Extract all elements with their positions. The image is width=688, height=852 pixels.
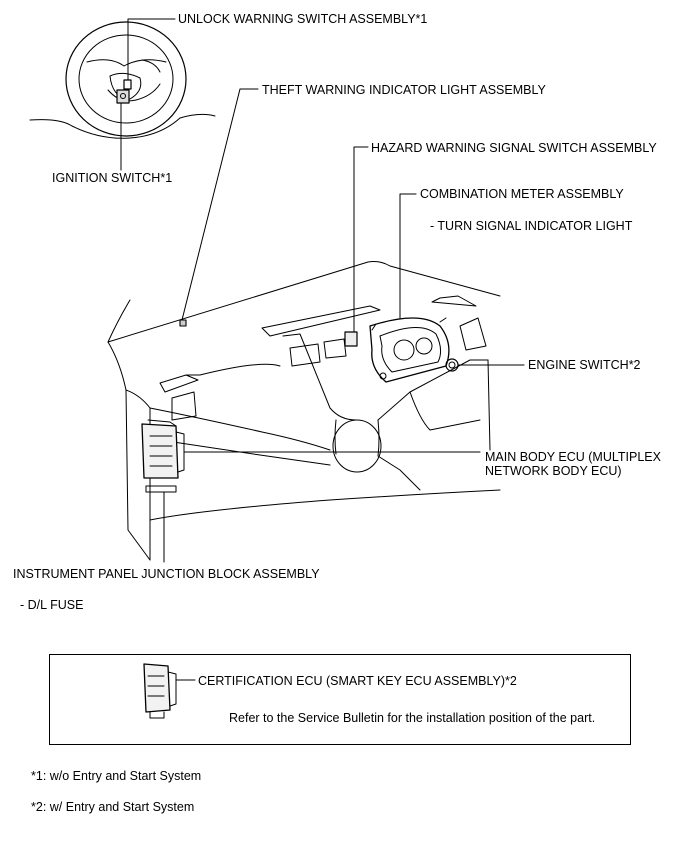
label-dl-fuse: - D/L FUSE bbox=[20, 598, 84, 612]
label-turn-signal-light: - TURN SIGNAL INDICATOR LIGHT bbox=[430, 219, 633, 233]
label-unlock-warning-switch: UNLOCK WARNING SWITCH ASSEMBLY*1 bbox=[178, 12, 428, 26]
label-certification-ecu: CERTIFICATION ECU (SMART KEY ECU ASSEMBL… bbox=[198, 674, 517, 688]
label-main-body-ecu-line1: MAIN BODY ECU (MULTIPLEX bbox=[485, 450, 661, 464]
footnote-2: *2: w/ Entry and Start System bbox=[31, 800, 195, 814]
leader-unlock-warning bbox=[127, 18, 176, 81]
label-junction-block: INSTRUMENT PANEL JUNCTION BLOCK ASSEMBLY bbox=[13, 567, 320, 581]
dashboard-illustration bbox=[107, 261, 501, 561]
service-bulletin-note: Refer to the Service Bulletin for the in… bbox=[229, 711, 596, 725]
leader-combination-meter bbox=[399, 193, 417, 319]
certification-ecu-part bbox=[143, 663, 177, 719]
unlock-warning-switch-part bbox=[123, 79, 132, 90]
theft-warning-light-part bbox=[179, 319, 187, 327]
footnote-1: *1: w/o Entry and Start System bbox=[31, 769, 202, 783]
leader-hazard-warning bbox=[353, 146, 369, 333]
label-ignition-switch: IGNITION SWITCH*1 bbox=[52, 171, 173, 185]
ignition-switch-part bbox=[116, 89, 130, 104]
leader-theft-warning bbox=[181, 88, 259, 321]
main-body-ecu-part bbox=[141, 419, 185, 493]
label-engine-switch: ENGINE SWITCH*2 bbox=[528, 358, 641, 372]
label-theft-warning-light: THEFT WARNING INDICATOR LIGHT ASSEMBLY bbox=[262, 83, 546, 97]
label-hazard-warning-switch: HAZARD WARNING SIGNAL SWITCH ASSEMBLY bbox=[371, 141, 657, 155]
hazard-switch-part bbox=[344, 331, 358, 347]
note-box bbox=[49, 654, 631, 745]
steering-wheel-inset bbox=[29, 21, 216, 139]
label-combination-meter: COMBINATION METER ASSEMBLY bbox=[420, 187, 624, 201]
label-main-body-ecu-line2: NETWORK BODY ECU) bbox=[485, 464, 622, 478]
combination-meter-part bbox=[369, 317, 450, 383]
